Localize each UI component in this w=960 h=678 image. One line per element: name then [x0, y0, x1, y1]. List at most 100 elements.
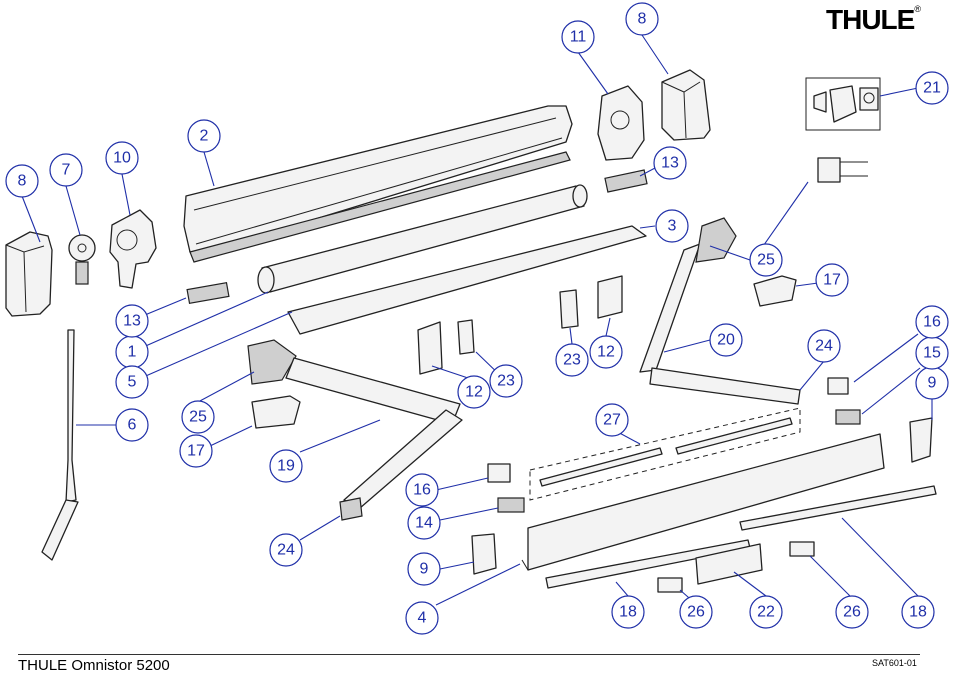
crank-handle [41, 329, 79, 561]
callout-20: 20 [709, 323, 743, 357]
fabric-profile [287, 225, 647, 335]
callout-8-right: 8 [625, 2, 659, 36]
callout-23-left: 23 [489, 364, 523, 398]
arm-cover-right [753, 275, 797, 307]
end-cap-right [661, 69, 711, 141]
bracket-set [805, 77, 881, 131]
callout-number: 25 [189, 409, 207, 426]
callout-number: 21 [923, 80, 941, 97]
callout-24-right: 24 [807, 329, 841, 363]
small-bracket-left [657, 577, 683, 593]
gear-unit-left [109, 209, 157, 289]
callout-23-right: 23 [555, 343, 589, 377]
callout-number: 23 [497, 373, 515, 390]
callout-22: 22 [749, 595, 783, 629]
arm-cover-left [251, 395, 301, 429]
callout-2: 2 [187, 119, 221, 153]
callout-number: 8 [18, 173, 27, 190]
callout-number: 16 [413, 482, 431, 499]
callout-16-left: 16 [405, 473, 439, 507]
callout-5: 5 [115, 365, 149, 399]
leader-lines [21, 34, 933, 606]
callout-number: 12 [597, 344, 615, 361]
callout-9-right: 9 [915, 366, 949, 400]
callout-13-right: 13 [653, 146, 687, 180]
front-cap-left [471, 533, 497, 575]
fabric-piece-right [559, 275, 623, 329]
callout-number: 27 [603, 412, 621, 429]
callout-21: 21 [915, 71, 949, 105]
callout-number: 13 [661, 155, 679, 172]
arm-joint-bottom-left [339, 497, 363, 521]
callout-number: 18 [619, 604, 637, 621]
callout-26-left: 26 [679, 595, 713, 629]
callout-number: 20 [717, 332, 735, 349]
center-coupling [695, 543, 763, 585]
drawing-code: SAT601-01 [872, 658, 917, 668]
callout-number: 17 [823, 272, 841, 289]
callout-3: 3 [655, 209, 689, 243]
callout-number: 6 [128, 417, 137, 434]
callout-number: 8 [638, 11, 647, 28]
callout-26-right: 26 [835, 595, 869, 629]
callout-number: 5 [128, 374, 137, 391]
callout-10: 10 [105, 141, 139, 175]
callout-11: 11 [561, 20, 595, 54]
callout-25-left: 25 [181, 400, 215, 434]
tension-rods-group [529, 407, 801, 501]
callout-number: 11 [570, 29, 587, 46]
brand-name: THULE [826, 4, 915, 35]
callout-number: 12 [465, 384, 483, 401]
end-cap-left [5, 231, 53, 317]
callout-number: 14 [415, 515, 433, 532]
callout-19: 19 [269, 449, 303, 483]
callout-27: 27 [595, 403, 629, 437]
gear-unit-right [597, 85, 645, 161]
callout-17-left: 17 [179, 434, 213, 468]
callout-18-right: 18 [901, 595, 935, 629]
callout-number: 15 [923, 345, 941, 362]
callout-number: 18 [909, 604, 927, 621]
callout-number: 1 [128, 344, 137, 361]
callout-number: 17 [187, 443, 205, 460]
callout-8-left: 8 [5, 164, 39, 198]
bearing-part [68, 234, 96, 285]
arm-bracket-top-right [817, 157, 868, 183]
callout-18-left: 18 [611, 595, 645, 629]
callout-number: 25 [757, 252, 775, 269]
front-cap-right [909, 417, 933, 463]
footer-divider [18, 654, 920, 655]
callout-14: 14 [407, 506, 441, 540]
callout-12-right: 12 [589, 335, 623, 369]
callout-7: 7 [49, 153, 83, 187]
callout-number: 4 [418, 610, 427, 627]
brand-logo: THULE® [826, 4, 921, 36]
callout-6: 6 [115, 408, 149, 442]
callout-number: 7 [62, 162, 71, 179]
callout-1: 1 [115, 335, 149, 369]
callout-number: 19 [277, 458, 295, 475]
callout-number: 24 [277, 542, 295, 559]
callout-number: 23 [563, 352, 581, 369]
callout-9-left: 9 [407, 552, 441, 586]
callout-4: 4 [405, 601, 439, 635]
shaft-right [604, 169, 648, 193]
callout-17-right: 17 [815, 263, 849, 297]
model-title: THULE Omnistor 5200 [18, 657, 170, 674]
folding-arm-left [247, 339, 463, 509]
callout-24-left: 24 [269, 533, 303, 567]
callout-25-right: 25 [749, 243, 783, 277]
callout-number: 2 [200, 128, 209, 145]
fabric-piece-left [417, 319, 475, 375]
small-bracket-right [789, 541, 815, 557]
callout-number: 9 [420, 561, 429, 578]
registered-mark: ® [914, 4, 921, 14]
shaft-left [186, 281, 230, 305]
callout-number: 3 [668, 218, 677, 235]
front-bar [521, 433, 885, 571]
callout-number: 26 [687, 604, 705, 621]
slider-left [497, 497, 525, 513]
callout-number: 22 [757, 604, 775, 621]
callout-number: 24 [815, 338, 833, 355]
